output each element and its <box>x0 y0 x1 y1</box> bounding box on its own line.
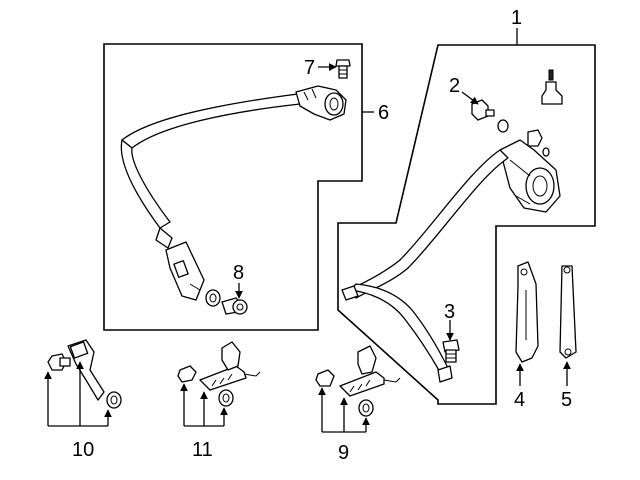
washer-icon-11 <box>218 389 234 407</box>
callout-3: 3 <box>444 301 455 323</box>
callout-5: 5 <box>561 389 572 411</box>
washer-icon-8 <box>205 289 221 307</box>
callout-1: 1 <box>511 7 522 29</box>
callout-7: 7 <box>304 57 315 79</box>
washer-icon-2a <box>497 119 509 133</box>
bolt-icon-3 <box>442 339 460 363</box>
washer-icon-9 <box>358 399 374 417</box>
bolt-icon-7 <box>335 59 351 79</box>
buckle-assembly-part-10 <box>47 339 122 409</box>
panel-outline-6 <box>103 43 363 331</box>
washer-icon-10 <box>106 391 122 409</box>
front-belt-assembly-panel <box>337 44 596 405</box>
height-adjuster-part-4 <box>515 261 539 363</box>
callout-labels: 1 2 3 4 5 6 7 8 9 10 11 <box>72 7 572 464</box>
belt-webbing-rear <box>120 93 301 249</box>
buckle-assembly-part-9 <box>315 345 401 417</box>
callout-10: 10 <box>72 439 94 461</box>
bolt-icon-2 <box>471 99 495 121</box>
panel-outline-1 <box>337 44 596 405</box>
guide-clip-icon <box>541 69 563 105</box>
front-retractor <box>499 139 561 213</box>
bolt-icon-8 <box>221 297 248 315</box>
rear-belt-tongue <box>165 241 205 301</box>
guide-bar-part-5 <box>559 265 577 359</box>
callout-2: 2 <box>449 75 460 97</box>
leader-2 <box>461 91 479 105</box>
rear-belt-assembly-panel <box>103 43 363 331</box>
spacer-icon <box>527 129 550 157</box>
bolt-icon-11 <box>177 365 197 383</box>
lower-anchor-plate <box>341 285 453 383</box>
rear-retractor <box>295 85 347 121</box>
leader-lines <box>44 28 571 433</box>
callout-6: 6 <box>378 102 389 124</box>
callout-9: 9 <box>338 442 349 464</box>
belt-webbing-front <box>349 149 509 373</box>
bolt-icon-9 <box>315 369 335 387</box>
bolt-icon-10 <box>47 353 71 371</box>
callout-11: 11 <box>192 439 213 461</box>
callout-4: 4 <box>514 389 525 411</box>
buckle-assembly-part-11 <box>177 341 261 407</box>
callout-8: 8 <box>233 262 244 284</box>
